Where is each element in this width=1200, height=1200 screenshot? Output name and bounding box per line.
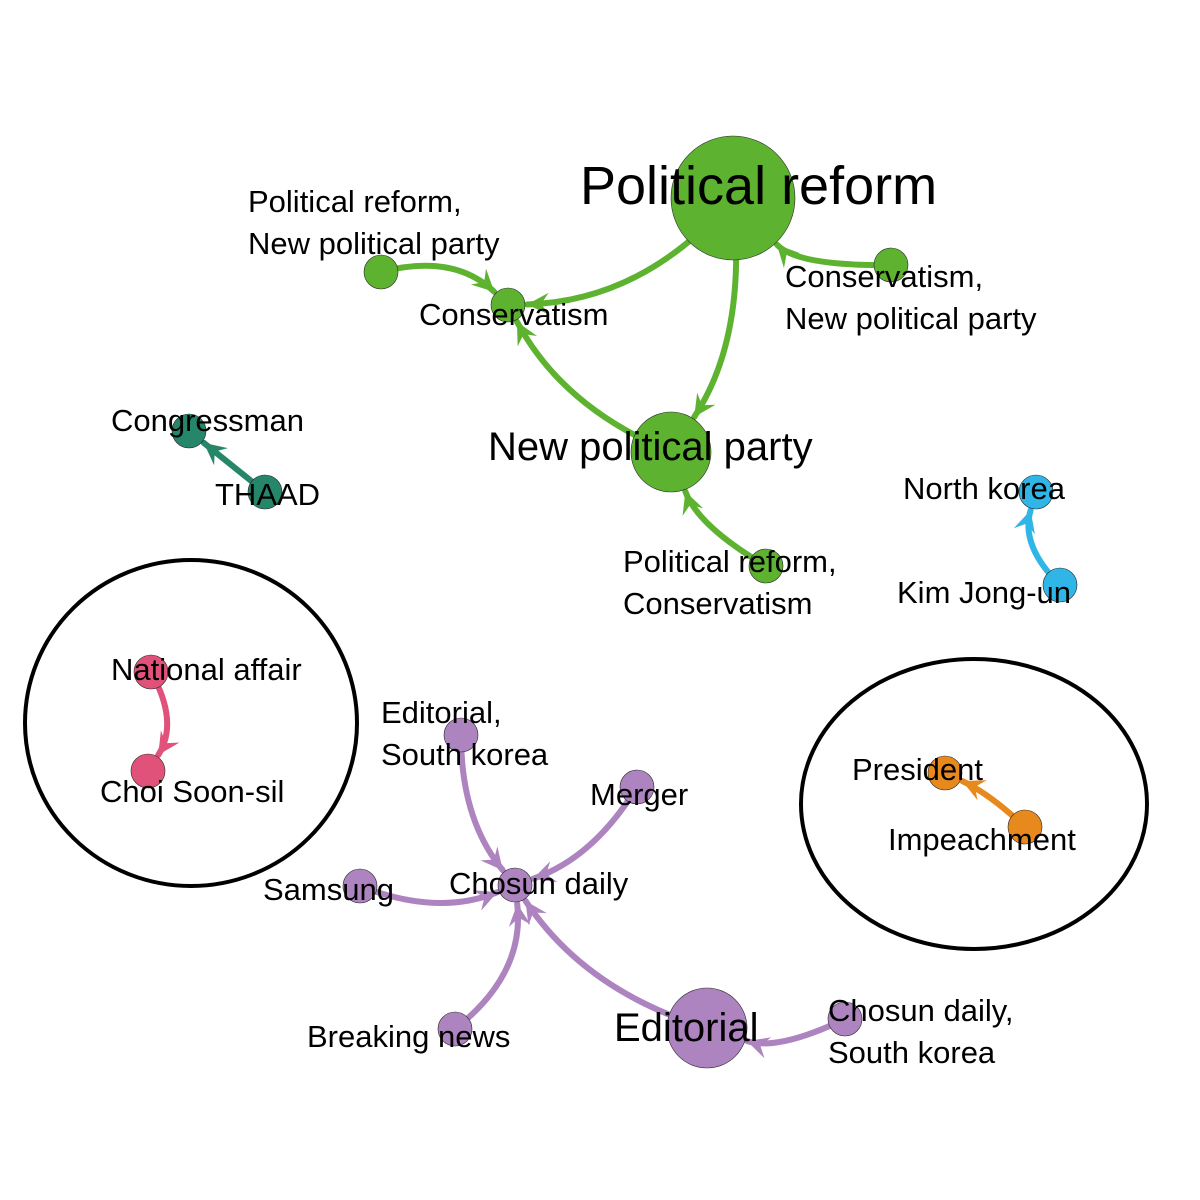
- node-label-line: Congressman: [111, 403, 304, 438]
- arrowhead-breaking-news-to-chosun-daily: [508, 903, 531, 927]
- node-label-line: South korea: [828, 1035, 996, 1070]
- node-label-political-reform: Political reform: [580, 156, 937, 216]
- node-label-impeachment: Impeachment: [888, 822, 1076, 857]
- arrowhead-political-reform-to-conservatism: [526, 292, 550, 315]
- node-chosun-daily[interactable]: [497, 867, 533, 903]
- node-label-national-affair: National affair: [111, 652, 302, 687]
- arrowhead-samsung-to-chosun-daily: [472, 890, 498, 911]
- arrowhead-kim-jong-un-to-north-korea: [1013, 510, 1035, 535]
- node-label-kim-jong-un: Kim Jong-un: [897, 575, 1071, 610]
- highlight-rings: [23, 558, 1149, 951]
- node-label-line: National affair: [111, 652, 302, 687]
- node-chosun-south-korea[interactable]: [827, 1001, 863, 1037]
- node-label-pr-cons: Political reform, Conservatism: [623, 544, 837, 621]
- node-choi-soon-sil[interactable]: [130, 753, 166, 789]
- node-label-line: Impeachment: [888, 822, 1076, 857]
- node-label-north-korea: North korea: [903, 471, 1066, 506]
- arrowhead-cons-npp-to-political-reform: [776, 244, 800, 269]
- node-cons-npp[interactable]: [873, 247, 909, 283]
- node-label-merger: Merger: [590, 777, 688, 812]
- node-thaad[interactable]: [247, 474, 283, 510]
- node-label-new-political-party: New political party: [488, 425, 813, 469]
- edge-editorial-south-korea-to-chosun-daily: [458, 732, 506, 874]
- node-breaking-news[interactable]: [437, 1011, 473, 1047]
- node-label-line: Conservatism: [623, 586, 813, 621]
- node-new-political-party[interactable]: [630, 411, 712, 493]
- node-label-line: New political party: [488, 425, 813, 469]
- node-pr-cons[interactable]: [748, 548, 784, 584]
- node-label-line: Conservatism,: [785, 259, 983, 294]
- node-label-line: THAAD: [215, 477, 320, 512]
- node-label-line: North korea: [903, 471, 1066, 506]
- arrowhead-chosun-south-korea-to-editorial: [746, 1037, 772, 1059]
- node-label-line: Editorial: [614, 1006, 759, 1050]
- arrowhead-editorial-south-korea-to-chosun-daily: [480, 846, 503, 871]
- highlight-ring-national-affair: [23, 558, 359, 888]
- node-label-line: Conservatism: [419, 297, 609, 332]
- node-merger[interactable]: [619, 769, 655, 805]
- arrowhead-pr-cons-to-new-political-party: [682, 491, 704, 516]
- arrowhead-editorial-to-chosun-daily: [525, 900, 547, 926]
- node-pr-npp[interactable]: [363, 254, 399, 290]
- node-label-line: Choi Soon-sil: [100, 774, 284, 809]
- node-label-chosun-daily: Chosun daily: [449, 866, 629, 901]
- node-conservatism[interactable]: [490, 287, 526, 323]
- node-kim-jong-un[interactable]: [1042, 567, 1078, 603]
- node-label-chosun-south-korea: Chosun daily, South korea: [828, 993, 1014, 1070]
- edge-breaking-news-to-chosun-daily: [452, 900, 521, 1032]
- node-label-thaad: THAAD: [215, 477, 320, 512]
- node-north-korea[interactable]: [1018, 474, 1054, 510]
- node-congressman[interactable]: [171, 413, 207, 449]
- node-impeachment[interactable]: [1007, 809, 1043, 845]
- node-label-line: Samsung: [263, 872, 394, 907]
- node-label-line: New political party: [785, 301, 1037, 336]
- edge-samsung-to-chosun-daily: [357, 883, 501, 906]
- node-editorial[interactable]: [666, 987, 748, 1069]
- node-label-choi-soon-sil: Choi Soon-sil: [100, 774, 284, 809]
- edge-merger-to-chosun-daily: [529, 784, 640, 882]
- arrowhead-merger-to-chosun-daily: [532, 861, 558, 883]
- node-label-line: New political party: [248, 226, 500, 261]
- node-label-pr-npp: Political reform, New political party: [248, 184, 500, 261]
- arrowhead-thaad-to-congressman: [203, 442, 228, 466]
- arrowhead-impeachment-to-president: [962, 780, 987, 801]
- node-label-line: Political reform,: [248, 184, 462, 219]
- node-label-conservatism: Conservatism: [419, 297, 609, 332]
- nodes-layer: [130, 135, 1078, 1069]
- node-president[interactable]: [927, 755, 963, 791]
- node-political-reform[interactable]: [670, 135, 796, 261]
- node-label-line: Chosun daily,: [828, 993, 1014, 1028]
- highlight-ring-impeachment: [799, 657, 1149, 951]
- node-label-cons-npp: Conservatism, New political party: [785, 259, 1037, 336]
- node-label-editorial: Editorial: [614, 1006, 759, 1050]
- node-label-line: President: [852, 752, 983, 787]
- node-samsung[interactable]: [342, 868, 378, 904]
- node-label-line: Chosun daily: [449, 866, 629, 901]
- node-label-line: Kim Jong-un: [897, 575, 1071, 610]
- arrowhead-new-political-party-to-conservatism: [516, 321, 538, 347]
- node-label-line: Political reform,: [623, 544, 837, 579]
- node-label-line: Breaking news: [307, 1019, 510, 1054]
- node-label-breaking-news: Breaking news: [307, 1019, 510, 1054]
- arrowhead-pr-npp-to-conservatism: [470, 268, 495, 292]
- node-label-congressman: Congressman: [111, 403, 304, 438]
- node-label-line: Political reform: [580, 156, 937, 216]
- node-label-line: South korea: [381, 737, 549, 772]
- arrowhead-political-reform-to-new-political-party: [694, 392, 716, 417]
- node-label-line: Editorial,: [381, 695, 502, 730]
- node-label-editorial-south-korea: Editorial, South korea: [381, 695, 549, 772]
- node-editorial-south-korea[interactable]: [443, 717, 479, 753]
- node-label-line: Merger: [590, 777, 688, 812]
- node-label-president: President: [852, 752, 983, 787]
- node-label-samsung: Samsung: [263, 872, 394, 907]
- arrowhead-national-affair-to-choi-soon-sil: [158, 730, 180, 756]
- node-national-affair[interactable]: [133, 654, 169, 690]
